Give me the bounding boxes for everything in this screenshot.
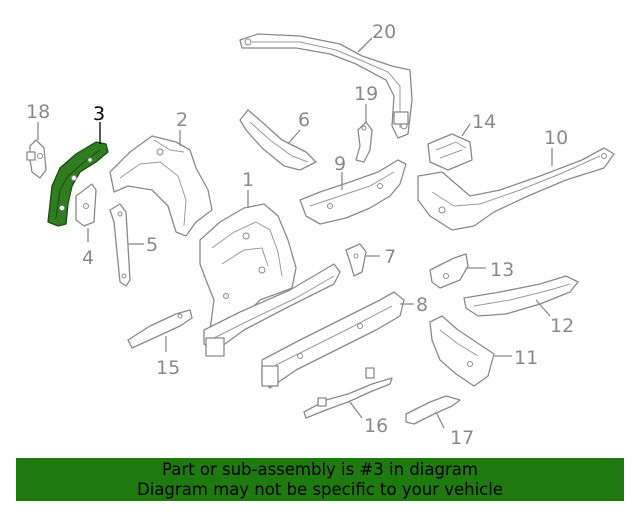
callout-8: 8 — [416, 294, 428, 316]
notice-banner: Part or sub-assembly is #3 in diagram Di… — [16, 458, 624, 501]
part-8 — [261, 291, 405, 389]
callout-4: 4 — [82, 247, 94, 269]
part-18 — [26, 139, 47, 179]
part-16 — [303, 367, 393, 419]
callout-16: 16 — [364, 415, 388, 437]
part-6 — [239, 109, 317, 171]
callout-11: 11 — [514, 347, 538, 369]
callout-18: 18 — [26, 101, 50, 123]
callout-15: 15 — [156, 357, 180, 379]
callout-9: 9 — [334, 153, 346, 175]
part-10 — [417, 147, 615, 231]
callout-1: 1 — [242, 169, 254, 191]
leader-17 — [435, 411, 445, 429]
part-11 — [429, 315, 495, 387]
part-5 — [109, 203, 131, 287]
callout-13: 13 — [490, 259, 514, 281]
callout-14: 14 — [472, 111, 496, 133]
callout-10: 10 — [544, 127, 568, 149]
part-4 — [75, 183, 97, 227]
parts-diagram: 20 18 3 4 2 5 6 — [26, 21, 615, 449]
part-7 — [345, 243, 367, 277]
callout-5: 5 — [146, 234, 158, 256]
leader-12 — [535, 299, 551, 317]
part-3-highlighted — [47, 141, 109, 227]
leader-6 — [287, 129, 301, 145]
part-15 — [127, 309, 193, 349]
callout-3: 3 — [93, 103, 105, 125]
part-12 — [463, 275, 579, 317]
part-1-lower-rail — [203, 263, 341, 357]
part-2 — [109, 135, 213, 237]
callout-17: 17 — [450, 427, 474, 449]
banner-line-1: Part or sub-assembly is #3 in diagram — [162, 460, 478, 479]
part-1 — [199, 203, 297, 339]
callout-2: 2 — [176, 109, 188, 131]
leader-14 — [461, 123, 471, 137]
part-9 — [299, 159, 407, 225]
part-19 — [355, 121, 373, 163]
leader-20 — [357, 37, 373, 53]
part-14 — [427, 133, 473, 171]
leader-16 — [349, 401, 363, 419]
callout-12: 12 — [550, 315, 574, 337]
callout-19: 19 — [354, 83, 378, 105]
part-13 — [429, 253, 469, 289]
part-20 — [239, 33, 413, 139]
callout-20: 20 — [372, 21, 396, 43]
callout-7: 7 — [384, 246, 396, 268]
callout-6: 6 — [298, 109, 310, 131]
banner-line-2: Diagram may not be specific to your vehi… — [137, 480, 503, 499]
part-17 — [405, 395, 461, 425]
